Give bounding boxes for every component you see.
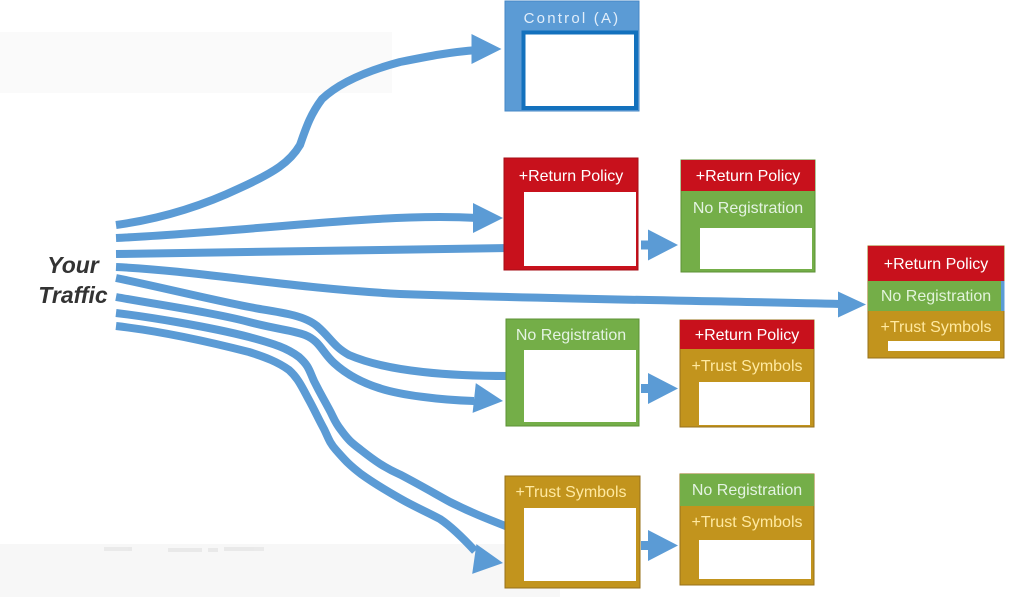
svg-text:+Trust Symbols: +Trust Symbols — [881, 319, 992, 336]
svg-text:No Registration: No Registration — [516, 327, 626, 344]
svg-text:+Trust Symbols: +Trust Symbols — [692, 358, 803, 375]
svg-text:Control (A): Control (A) — [524, 10, 621, 27]
svg-text:+Return Policy: +Return Policy — [695, 327, 800, 344]
svg-text:Traffic: Traffic — [38, 282, 108, 308]
svg-text:No Registration: No Registration — [881, 288, 991, 305]
svg-text:+Return Policy: +Return Policy — [519, 168, 624, 185]
svg-text:+Return Policy: +Return Policy — [696, 168, 801, 185]
svg-text:+Return Policy: +Return Policy — [884, 256, 989, 273]
svg-text:+Trust Symbols: +Trust Symbols — [516, 484, 627, 501]
svg-text:Your: Your — [47, 252, 100, 278]
svg-text:No Registration: No Registration — [693, 200, 803, 217]
svg-text:+Trust Symbols: +Trust Symbols — [692, 514, 803, 531]
svg-text:No Registration: No Registration — [692, 482, 802, 499]
